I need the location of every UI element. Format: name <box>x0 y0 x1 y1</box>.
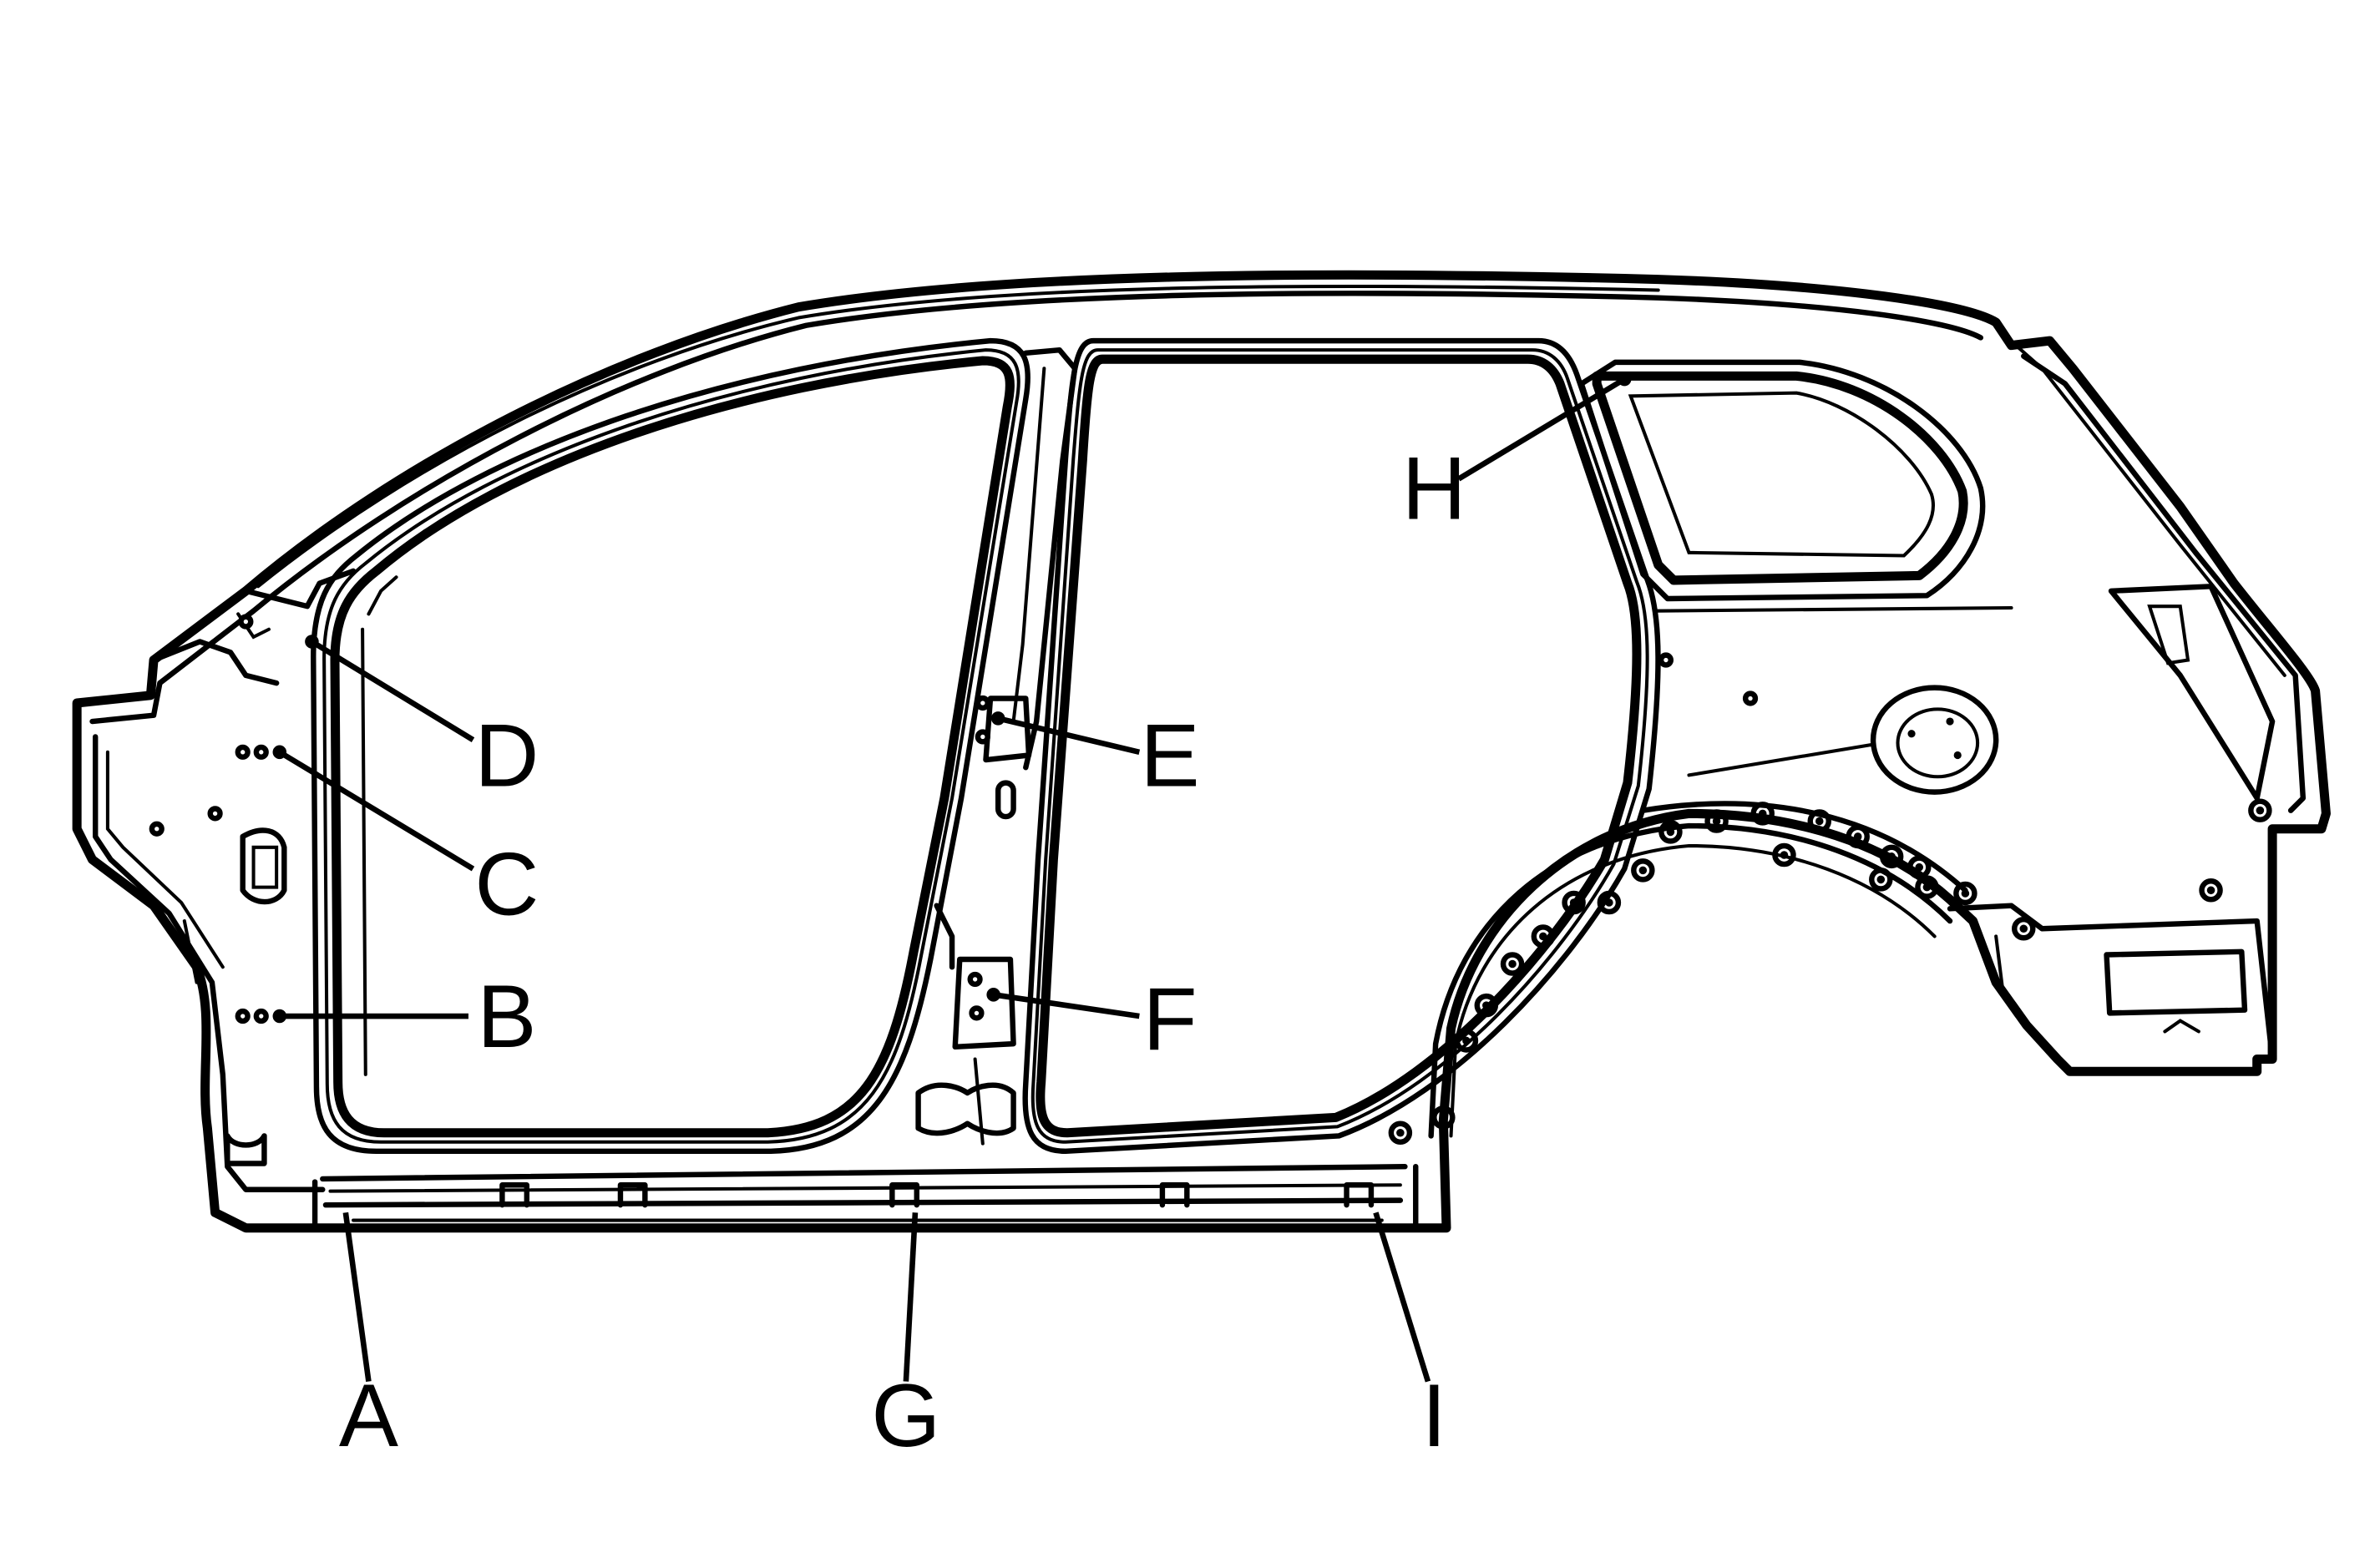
drawing-hole <box>1742 690 1759 706</box>
rear-quarter-window <box>1578 359 2013 613</box>
flange-fastener <box>1474 993 1499 1018</box>
drawing-hole <box>235 1008 251 1024</box>
sill-clip <box>1344 1182 1375 1208</box>
flange-fastener <box>1704 809 1729 833</box>
rear-lamp-pocket <box>1947 584 2276 1062</box>
flange-fastener <box>1597 890 1622 915</box>
callout-g: G <box>871 1212 940 1465</box>
flange-fastener <box>1658 820 1683 844</box>
body-side-outline <box>72 270 2331 1233</box>
callout-label-e: E <box>1141 705 1200 805</box>
drawing-hole <box>975 695 990 711</box>
drawing-hole <box>975 729 990 745</box>
callout-e: E <box>990 705 1200 805</box>
callout-label-h: H <box>1402 438 1466 538</box>
flange-fastener <box>1907 855 1932 879</box>
flange-fastener <box>1388 1120 1413 1146</box>
flange-fastener <box>1846 824 1870 849</box>
flange-fastener <box>2199 878 2223 903</box>
callout-a: A <box>339 1211 398 1465</box>
drawing-hole <box>253 744 269 760</box>
flange-fastener <box>1562 890 1586 915</box>
flange-fastener <box>1915 875 1939 899</box>
callout-i: I <box>1373 1211 1446 1465</box>
flange-fastener <box>1772 842 1796 868</box>
callout-d: D <box>305 635 539 805</box>
drawing-hole <box>238 614 254 630</box>
flange-fastener <box>1750 802 1775 826</box>
callout-label-d: D <box>474 705 539 805</box>
front-door-opening <box>311 337 1030 1155</box>
sill-clip <box>617 1182 648 1208</box>
flange-fasteners <box>499 798 2272 1208</box>
drawing-hole <box>235 744 251 760</box>
flange-fastener <box>1454 1029 1479 1053</box>
drawing-hole <box>149 821 165 837</box>
flange-fastener <box>2248 798 2272 822</box>
callout-label-b: B <box>477 966 536 1066</box>
callout-c: C <box>272 745 539 934</box>
callout-f: F <box>986 969 1198 1069</box>
fuel-filler-pocket <box>1687 685 1999 795</box>
flange-fastener <box>1869 868 1893 892</box>
callout-b: B <box>272 966 536 1066</box>
sill-clip <box>889 1182 919 1208</box>
rocker-sill <box>311 1163 1419 1231</box>
drawing-hole <box>253 1008 269 1024</box>
callout-label-i: I <box>1421 1365 1446 1465</box>
sill-clip <box>499 1182 530 1208</box>
callout-label-a: A <box>339 1365 398 1465</box>
drawing-hole <box>207 806 223 822</box>
callout-label-g: G <box>871 1365 940 1465</box>
drawing-hole <box>967 971 983 988</box>
drawing-hole <box>969 1005 985 1021</box>
hinge-pillar <box>182 827 287 1166</box>
drawing-hole <box>1658 652 1674 668</box>
flange-fastener <box>1631 858 1655 883</box>
flange-fastener <box>1531 924 1556 948</box>
flange-fastener <box>1500 952 1525 976</box>
flange-fastener <box>2012 916 2036 941</box>
flange-fastener <box>1879 844 1904 869</box>
callout-h: H <box>1402 372 1632 538</box>
flange-fastener <box>1431 1105 1456 1130</box>
small-holes <box>149 614 1759 1024</box>
flange-fastener <box>1807 809 1832 833</box>
flange-fastener <box>1953 881 1977 906</box>
callout-label-f: F <box>1143 969 1198 1069</box>
callout-label-c: C <box>474 834 539 934</box>
sill-clip <box>1159 1182 1190 1208</box>
